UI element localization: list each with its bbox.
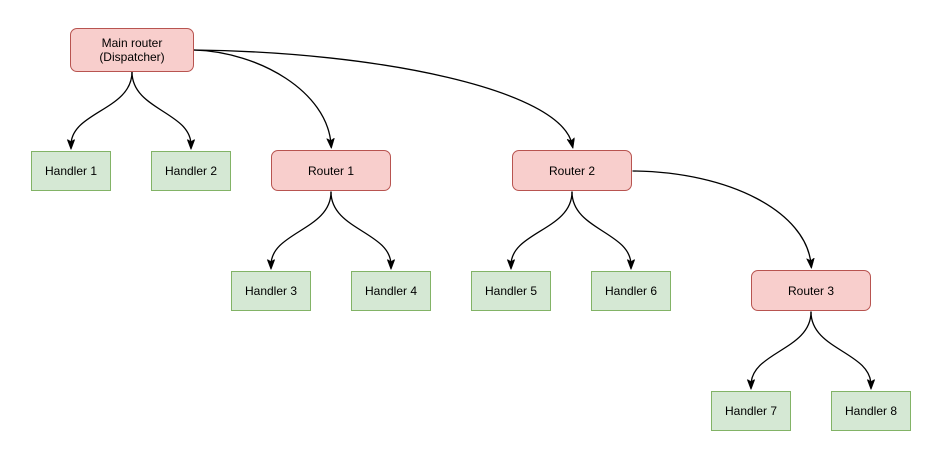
edge-router1-handler4 [330,191,391,265]
node-handler5[interactable]: Handler 5 [471,271,551,311]
edge-main-handler2 [131,71,191,145]
edge-router2-handler6 [571,191,631,265]
edge-router3-handler7 [751,311,812,385]
node-router2[interactable]: Router 2 [512,150,632,191]
node-label-handler1: Handler 1 [44,164,98,178]
edge-main-router1 [193,49,331,144]
node-label-router1: Router 1 [307,163,355,178]
node-handler6[interactable]: Handler 6 [591,271,671,311]
edge-main-handler1 [71,71,133,145]
edge-router1-handler3 [271,191,332,265]
edges-group [71,49,871,385]
node-handler4[interactable]: Handler 4 [351,271,431,311]
node-label-handler6: Handler 6 [604,284,658,298]
edge-router3-handler8 [810,311,871,385]
node-label-handler4: Handler 4 [364,284,418,298]
node-label-handler7: Handler 7 [724,404,778,418]
node-handler1[interactable]: Handler 1 [31,151,111,191]
node-label-handler2: Handler 2 [164,164,218,178]
node-label-handler8: Handler 8 [844,404,898,418]
node-router1[interactable]: Router 1 [271,150,391,191]
node-handler2[interactable]: Handler 2 [151,151,231,191]
edge-main-router2 [193,49,572,144]
node-label-main: Main router (Dispatcher) [99,36,165,64]
node-label-handler5: Handler 5 [484,284,538,298]
node-label-router2: Router 2 [548,163,596,178]
node-router3[interactable]: Router 3 [751,270,871,311]
node-label-router3: Router 3 [787,283,835,298]
node-label-handler3: Handler 3 [244,284,298,298]
node-main[interactable]: Main router (Dispatcher) [70,28,194,72]
node-handler7[interactable]: Handler 7 [711,391,791,431]
edge-router2-handler5 [511,191,573,265]
edge-router2-router3 [632,170,811,264]
node-handler3[interactable]: Handler 3 [231,271,311,311]
node-handler8[interactable]: Handler 8 [831,391,911,431]
